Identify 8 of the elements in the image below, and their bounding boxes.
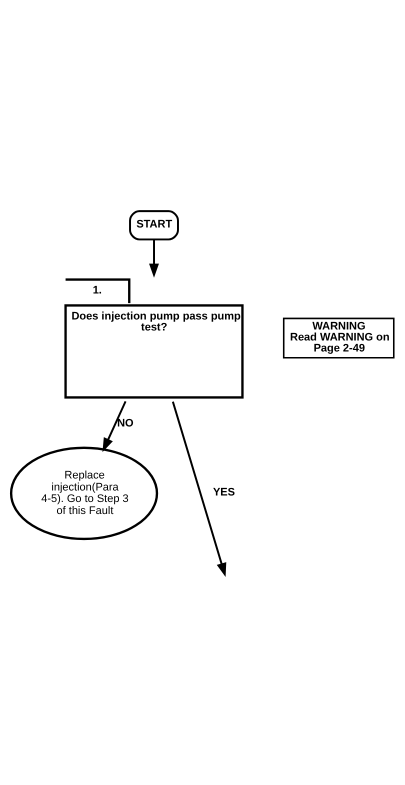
edge-label: NO (117, 417, 134, 430)
edge-label: YES (212, 486, 235, 498)
arrow (149, 239, 159, 278)
node-box: START (129, 210, 179, 240)
arrow (172, 400, 226, 577)
node-box: WARNING Read WARNING on Page 2-49 (282, 317, 395, 358)
arrow (102, 400, 126, 452)
node-ellipse: Replace injection(Para 4-5). Go to Step 3 of this Fault (10, 446, 158, 540)
